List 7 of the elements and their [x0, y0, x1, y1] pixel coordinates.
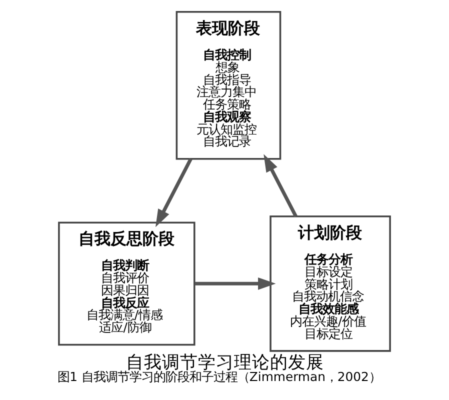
- arrow: [156, 158, 192, 228]
- caption: 图1 自我调节学习的阶段和子过程（Zimmerman，2002）: [58, 369, 381, 384]
- arrow: [264, 154, 298, 218]
- node-box: 自我反思阶段 自我判断 自我评价 因果归因 自我反应 自我满意/情感 适应/防御: [58, 222, 196, 346]
- node-box: 表现阶段 自我控制 想象 自我指导 注意力集中 任务策略 自我观察 元认知监控 自我记录: [176, 11, 282, 160]
- node-box: 计划阶段 任务分析 目标设定 策略计划 自我动机信念 自我效能感 内在兴趣/价值 目标定位: [270, 216, 391, 352]
- arrow: [194, 277, 276, 290]
